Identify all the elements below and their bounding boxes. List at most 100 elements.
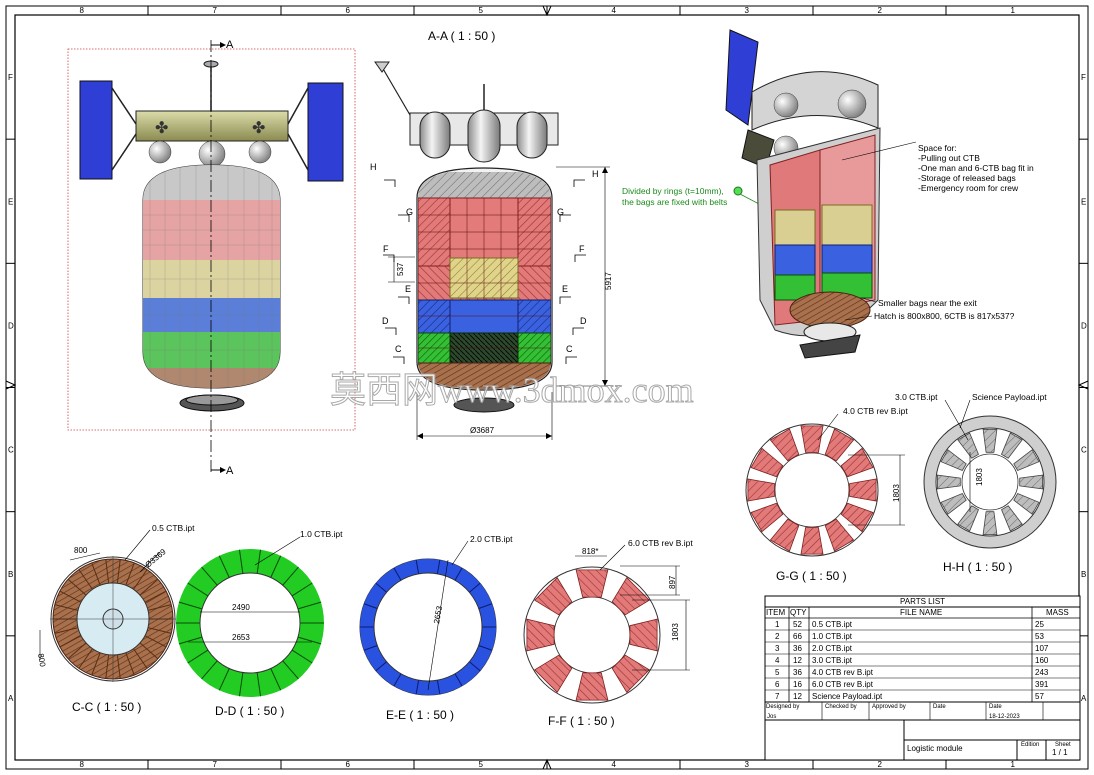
ring-bag-segment xyxy=(849,478,877,502)
section-mark-c: C xyxy=(566,344,573,354)
ring-divider xyxy=(218,668,230,691)
ring-divider xyxy=(125,652,135,676)
ring-divider xyxy=(291,582,313,597)
ring-bag-segment xyxy=(1019,474,1043,490)
section-dd-view: 2490 2653 1.0 CTB.ipt D-D ( 1 : 50 ) xyxy=(176,529,343,718)
parts-item: 2 xyxy=(775,632,780,641)
ring-divider xyxy=(436,559,441,574)
date-value: 18-12-2023 xyxy=(989,714,1020,720)
parts-mass: 25 xyxy=(1035,620,1044,629)
ring-divider xyxy=(436,680,441,695)
ring-divider xyxy=(54,627,79,634)
date-label-2: Date xyxy=(989,704,1002,710)
title-block: Designed by Jos Checked by Approved by D… xyxy=(764,701,1081,761)
section-dd-title: D-D ( 1 : 50 ) xyxy=(215,704,284,718)
space-for-item: -Storage of released bags xyxy=(918,173,1016,183)
ring-divider xyxy=(415,680,420,695)
frame-col-label: 7 xyxy=(213,6,218,15)
section-mark-g: G xyxy=(557,207,564,217)
section-mark-c: C xyxy=(395,344,402,354)
hh-dimension: 1803 xyxy=(975,468,984,486)
ring-bag-segment xyxy=(534,577,573,616)
ring-bag-segment xyxy=(629,618,658,652)
parts-qty: 66 xyxy=(793,632,802,641)
fan-icon: ✤ xyxy=(155,120,168,137)
cc-callout: 0.5 CTB.ipt xyxy=(152,523,195,533)
frame-col-label: 6 xyxy=(346,6,351,15)
diameter-dimension: Ø3687 xyxy=(470,426,495,435)
parts-item: 6 xyxy=(775,680,780,689)
ring-divider xyxy=(282,566,299,586)
ring-divider xyxy=(469,661,481,672)
ring-divider xyxy=(218,555,230,578)
section-cc-title: C-C ( 1 : 50 ) xyxy=(72,700,141,714)
ring-divider xyxy=(133,648,148,669)
section-ff-view: 818* 897 1803 6.0 CTB rev B.ipt F-F ( 1 … xyxy=(523,538,693,728)
cc-dim-diameter: Ø3369 xyxy=(144,547,169,570)
checked-by-label: Checked by xyxy=(825,704,857,710)
col-qty-header: QTY xyxy=(790,608,807,617)
ring-divider xyxy=(270,555,282,578)
ring-divider xyxy=(478,603,493,610)
dd-callout: 1.0 CTB.ipt xyxy=(300,529,343,539)
parts-mass: 160 xyxy=(1035,656,1049,665)
ring-divider xyxy=(256,549,262,574)
sheet-value: 1 / 1 xyxy=(1052,748,1068,757)
ring-divider xyxy=(116,654,121,679)
ring-bag-segment xyxy=(957,505,980,532)
ring-divider xyxy=(393,567,402,581)
ring-divider xyxy=(59,590,82,603)
section-ee-view: 2653 2.0 CTB.ipt E-E ( 1 : 50 ) xyxy=(359,534,513,722)
rings-note-line1: Divided by rings (t=10mm), xyxy=(622,186,724,196)
ee-callout: 2.0 CTB.ipt xyxy=(470,534,513,544)
frame-row-label: C xyxy=(8,446,14,455)
ring-bag-segment xyxy=(575,672,609,701)
ring-divider xyxy=(187,582,209,597)
frame-row-label: E xyxy=(8,197,13,206)
parts-file-name: 1.0 CTB.ipt xyxy=(812,632,853,641)
section-ee-title: E-E ( 1 : 50 ) xyxy=(386,708,454,722)
ring-bag-segment xyxy=(1000,505,1023,532)
ring-bag-segment xyxy=(747,478,775,502)
ring-height-dimension: 537 xyxy=(396,262,405,276)
parts-item: 5 xyxy=(775,668,780,677)
parts-mass: 53 xyxy=(1035,632,1044,641)
ring-divider xyxy=(144,635,167,648)
ff-dim-width: 818* xyxy=(582,547,598,556)
ring-bag-segment xyxy=(800,425,824,453)
ff-callout: 6.0 CTB rev B.ipt xyxy=(628,538,693,548)
frame-col-label: 3 xyxy=(745,760,750,769)
ring-divider xyxy=(393,673,402,687)
parts-file-name: 4.0 CTB rev B.ipt xyxy=(812,668,874,677)
section-aa-view: A-A ( 1 : 50 ) xyxy=(370,29,613,440)
ring-divider xyxy=(478,644,493,651)
ee-dimension: 2653 xyxy=(432,605,444,625)
parts-qty: 36 xyxy=(793,644,802,653)
frame-col-label: 6 xyxy=(346,760,351,769)
date-label: Date xyxy=(933,704,946,710)
ring-bag-segment xyxy=(824,428,855,462)
frame-col-label: 8 xyxy=(80,6,85,15)
hh-callout-science: Science Payload.ipt xyxy=(972,392,1047,402)
ring-divider xyxy=(116,559,121,584)
frame-col-label: 4 xyxy=(612,760,617,769)
ring-divider xyxy=(363,644,378,651)
ring-bag-segment xyxy=(769,428,800,462)
col-file-header: FILE NAME xyxy=(900,608,942,617)
ring-divider xyxy=(238,672,244,697)
ring-divider xyxy=(375,582,387,593)
ring-bag-segment xyxy=(750,502,784,533)
isometric-cutaway-view: Space for: -Pulling out CTB -One man and… xyxy=(725,29,1034,359)
ring-divider xyxy=(297,601,322,610)
ring-divider xyxy=(67,642,87,660)
fan-icon: ✤ xyxy=(252,120,265,137)
ring-bag-segment xyxy=(957,432,980,459)
section-mark-f: F xyxy=(579,244,585,254)
smaller-bags-note: Smaller bags near the exit xyxy=(878,298,977,308)
section-ff-title: F-F ( 1 : 50 ) xyxy=(548,714,615,728)
gg-callout: 4.0 CTB rev B.ipt xyxy=(843,406,908,416)
ring-bag-segment xyxy=(982,511,998,535)
ring-divider xyxy=(91,652,101,676)
parts-item: 4 xyxy=(775,656,780,665)
